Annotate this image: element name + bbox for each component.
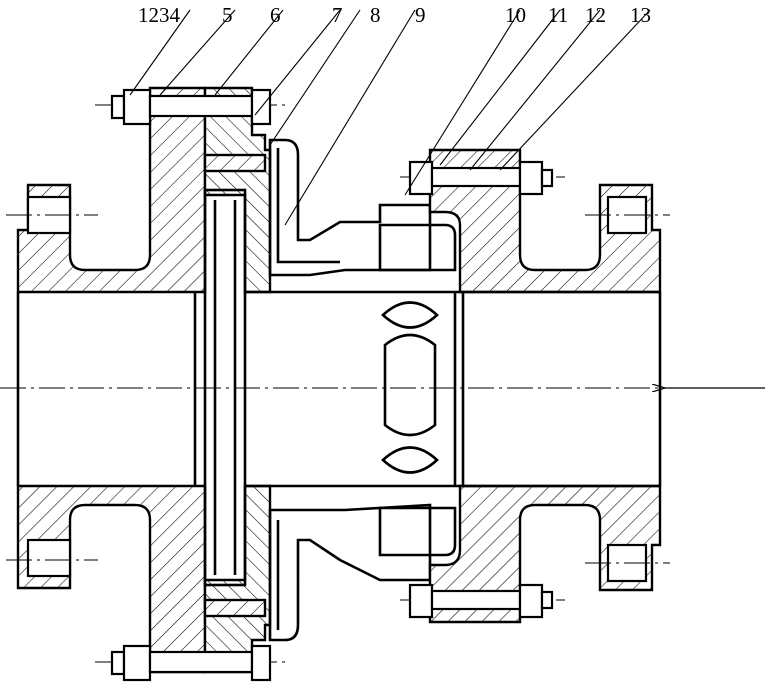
- right-bolt-lower: [400, 583, 565, 619]
- callout-9: 9: [415, 3, 426, 27]
- pin-upper: [203, 153, 267, 173]
- pin-lower: [203, 598, 267, 618]
- callout-5: 5: [222, 3, 233, 27]
- callout-6: 6: [270, 3, 281, 27]
- seat-cavity-upper: [378, 223, 457, 272]
- callout-8: 8: [370, 3, 381, 27]
- left-body-lower: [16, 484, 207, 674]
- callout-12: 12: [585, 3, 606, 27]
- right-body-lower: [428, 484, 662, 624]
- bonnet-lower: [268, 503, 432, 642]
- callout-13: 13: [630, 3, 651, 27]
- callout-labels: 1234 5 6 7 8 9 10 11 12 13: [138, 3, 651, 27]
- callout-7: 7: [332, 3, 343, 27]
- bonnet-upper: [268, 138, 432, 277]
- seat-cavity-lower: [378, 506, 457, 557]
- left-bolt-hole-lower: [26, 538, 72, 578]
- callout-1234: 1234: [138, 3, 181, 27]
- check-disc: [381, 301, 439, 474]
- right-bolt-upper: [400, 160, 565, 196]
- leader-lines: [129, 9, 651, 226]
- callout-10: 10: [505, 3, 526, 27]
- left-body-upper: [16, 86, 207, 294]
- bottom-bolt: [95, 644, 290, 682]
- callout-11: 11: [548, 3, 568, 27]
